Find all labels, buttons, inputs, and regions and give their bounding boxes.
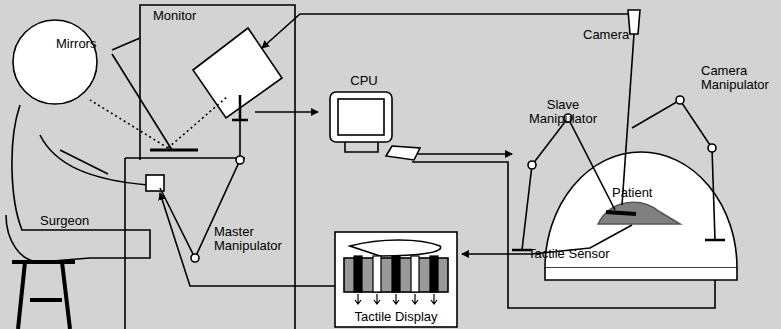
part-label: Patient [612, 186, 652, 200]
part-label: Surgeon [40, 214, 89, 228]
part-label: Tactile Sensor [528, 247, 610, 261]
node-text: Tactile Display [337, 310, 455, 324]
part-label: Mirrors [56, 37, 96, 51]
node-text: CPU [344, 74, 384, 88]
part-label: Camera [583, 28, 629, 42]
part-label: Master Manipulator [214, 225, 292, 253]
part-label: Slave Manipulator [522, 98, 604, 126]
tactile-display-box: Tactile Display [337, 310, 455, 324]
cpu-node: CPU [344, 74, 384, 88]
part-label: Camera Manipulator [701, 64, 779, 92]
part-label: Monitor [153, 9, 196, 23]
